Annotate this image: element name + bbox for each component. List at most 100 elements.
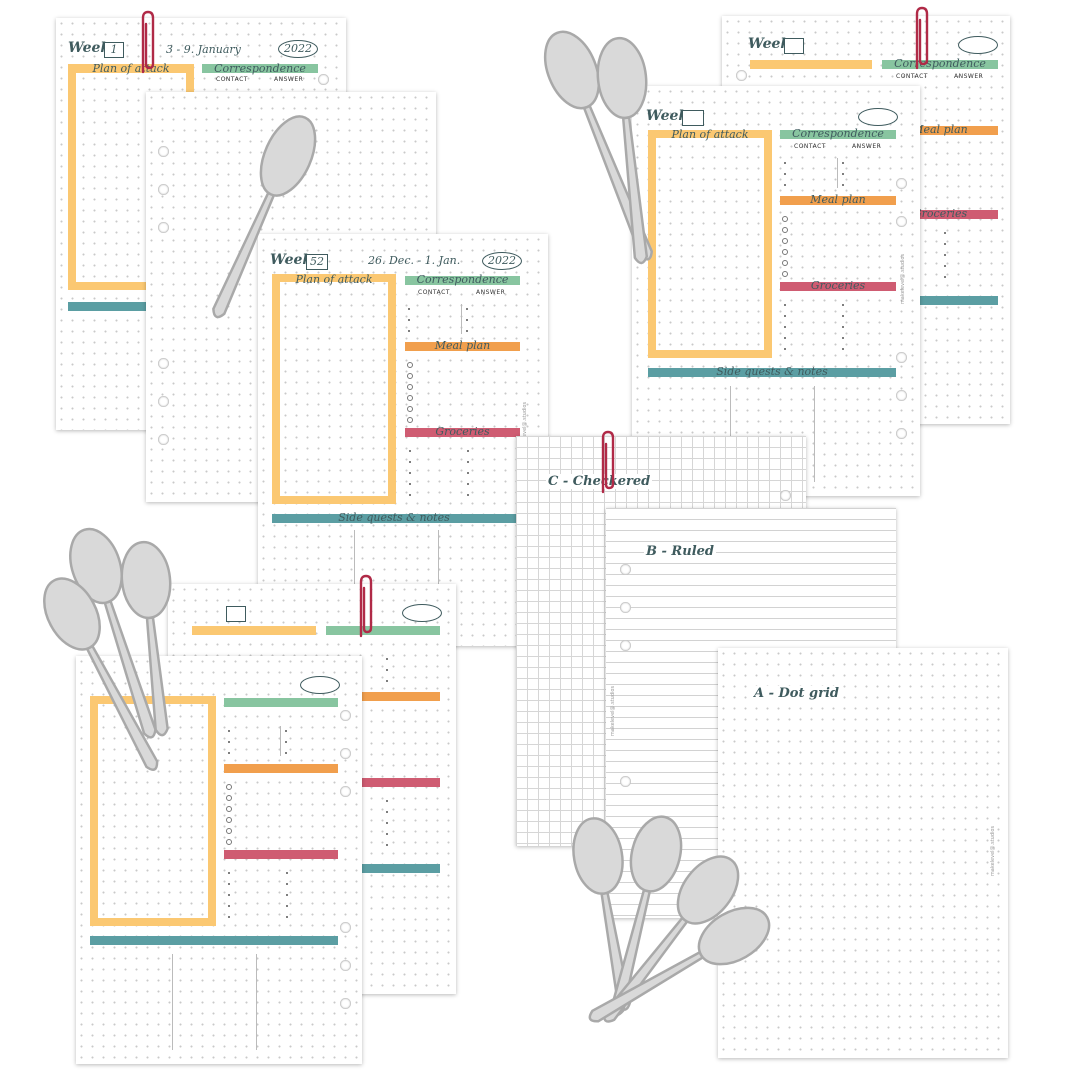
contact-bullets — [784, 162, 787, 195]
week-number-box: 1 — [104, 42, 124, 58]
plan-of-attack-frame — [272, 274, 396, 504]
groceries-bar — [882, 210, 998, 219]
answer-bullets — [285, 730, 288, 763]
answer-label: ANSWER — [274, 76, 304, 83]
answer-bullets — [842, 162, 845, 195]
date-range: 3 - 9. January — [166, 43, 241, 56]
groceries-bullets-right — [286, 872, 289, 927]
brand-vertical-text: makelevel@.studios — [990, 825, 997, 877]
meal-plan-circles — [782, 216, 788, 282]
meal-plan-title: Meal plan — [912, 123, 968, 136]
correspondence-bar — [202, 64, 318, 73]
plan-of-attack-title: Plan of attack — [671, 128, 749, 141]
spoon-icon — [572, 815, 771, 1023]
punch-hole — [620, 640, 631, 651]
year-oval: 2022 — [278, 40, 318, 58]
meal-plan-title: Meal plan — [810, 193, 866, 206]
year-oval: 2022 — [482, 252, 522, 270]
punch-hole — [340, 710, 351, 721]
side-quests-bar — [90, 936, 338, 945]
year-oval — [858, 108, 898, 126]
punch-hole — [896, 216, 907, 227]
punch-hole — [340, 960, 351, 971]
year-oval — [300, 676, 340, 694]
notes-divider — [438, 530, 439, 630]
planner-page-front-bottom — [76, 656, 362, 1064]
groceries-title: Groceries — [810, 279, 866, 292]
groceries-bullets-left — [228, 872, 231, 927]
answer-label: ANSWER — [954, 73, 984, 80]
punch-hole — [896, 178, 907, 189]
spoon-icon — [212, 115, 317, 319]
insert-title: B - Ruled — [644, 544, 716, 559]
punch-hole — [896, 352, 907, 363]
punch-hole — [158, 184, 169, 195]
punch-hole — [340, 786, 351, 797]
punch-hole — [780, 490, 791, 501]
correspondence-title: Correspondence — [894, 57, 986, 70]
insert-dot-grid: A - Dot grid makelevel@.studios — [718, 648, 1008, 1058]
groceries-bullets-right — [842, 304, 845, 359]
notes-divider — [172, 954, 173, 1050]
side-quests-bar — [272, 514, 516, 523]
meal-plan-circles — [407, 362, 413, 428]
groceries-bar — [224, 850, 338, 859]
contact-label: CONTACT — [896, 73, 928, 80]
week-label: Week — [68, 40, 111, 56]
contact-label: CONTACT — [216, 76, 248, 83]
contact-label: CONTACT — [794, 143, 826, 150]
punch-hole — [620, 776, 631, 787]
answer-bullets — [386, 658, 389, 691]
groceries-bar — [780, 282, 896, 291]
punch-hole — [158, 146, 169, 157]
groceries-title: Groceries — [912, 207, 968, 220]
week-label: Week — [270, 252, 313, 268]
week-label: Week — [748, 36, 791, 52]
groceries-bullets-right — [467, 450, 470, 505]
answer-label: ANSWER — [476, 289, 506, 296]
groceries-bullets-left — [409, 450, 412, 505]
correspondence-bar — [780, 130, 896, 139]
notes-divider — [730, 386, 731, 482]
meal-plan-bar — [326, 692, 440, 701]
plan-of-attack-title: Plan of attack — [92, 62, 170, 75]
insert-title: A - Dot grid — [752, 686, 841, 701]
answer-bullets — [466, 308, 469, 341]
punch-hole — [620, 564, 631, 575]
contact-label: CONTACT — [418, 289, 450, 296]
contact-bullets — [408, 308, 411, 341]
brand-vertical-text: makelevel@.studios — [610, 685, 617, 737]
plan-of-attack-bar — [750, 60, 872, 69]
week-number-box — [784, 38, 804, 54]
plan-of-attack-frame — [648, 130, 772, 358]
correspondence-bar — [224, 698, 338, 707]
groceries-bullets — [386, 800, 389, 855]
punch-hole — [620, 602, 631, 613]
punch-hole — [158, 358, 169, 369]
spoon-icon — [543, 30, 654, 265]
meal-plan-title: Meal plan — [434, 339, 491, 352]
date-range: 26. Dec. - 1. Jan. — [368, 254, 461, 267]
week-number-box — [226, 606, 246, 622]
punch-hole — [340, 748, 351, 759]
week-number-box: 52 — [306, 254, 328, 270]
meal-plan-bar — [780, 196, 896, 205]
meal-plan-bar — [882, 126, 998, 135]
punch-hole — [736, 70, 747, 81]
groceries-bar — [326, 778, 440, 787]
punch-hole — [318, 74, 329, 85]
correspondence-title: Correspondence — [792, 127, 884, 140]
paperclip-icon — [601, 430, 615, 494]
side-quests-title: Side quests & notes — [716, 365, 828, 378]
side-quests-bar — [68, 302, 148, 311]
column-divider — [837, 158, 838, 188]
groceries-bar — [405, 428, 520, 437]
plan-of-attack-bar — [68, 64, 194, 73]
meal-plan-circles — [226, 784, 232, 850]
side-quests-bar — [326, 864, 440, 873]
year-oval — [958, 36, 998, 54]
plan-of-attack-title: Plan of attack — [295, 273, 373, 286]
planner-page-front-right: Week Plan of attack Correspondence CONTA… — [632, 86, 920, 496]
notes-divider — [354, 530, 355, 630]
planner-page-week-52: Week 52 26. Dec. - 1. Jan. 2022 Plan of … — [258, 234, 548, 646]
